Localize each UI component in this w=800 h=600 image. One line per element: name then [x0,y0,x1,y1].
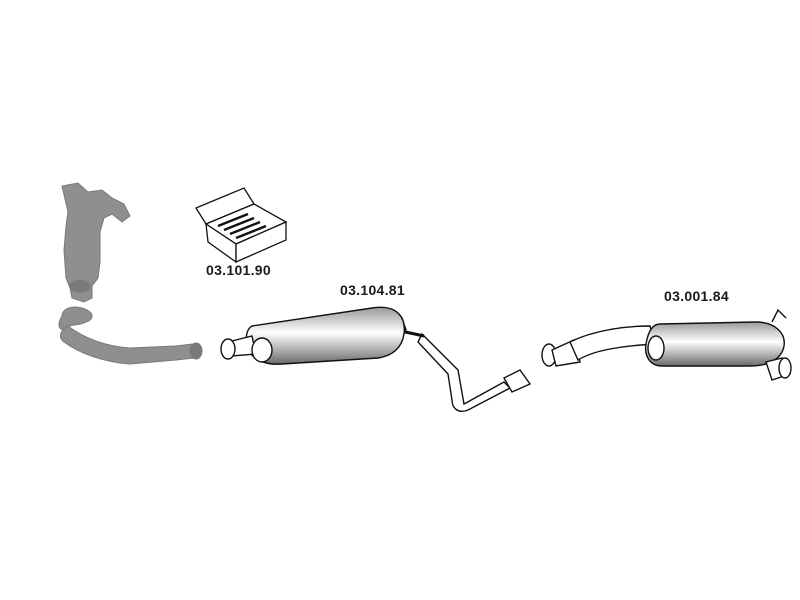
catalyst-manifold-part [58,182,203,365]
rear-silencer-part [541,308,792,381]
mounting-kit-label: 03.101.90 [206,262,271,278]
center-silencer-label: 03.104.81 [340,282,405,298]
rear-silencer-label: 03.001.84 [664,288,729,304]
center-silencer-part [220,306,532,412]
mounting-kit-box [195,187,288,264]
